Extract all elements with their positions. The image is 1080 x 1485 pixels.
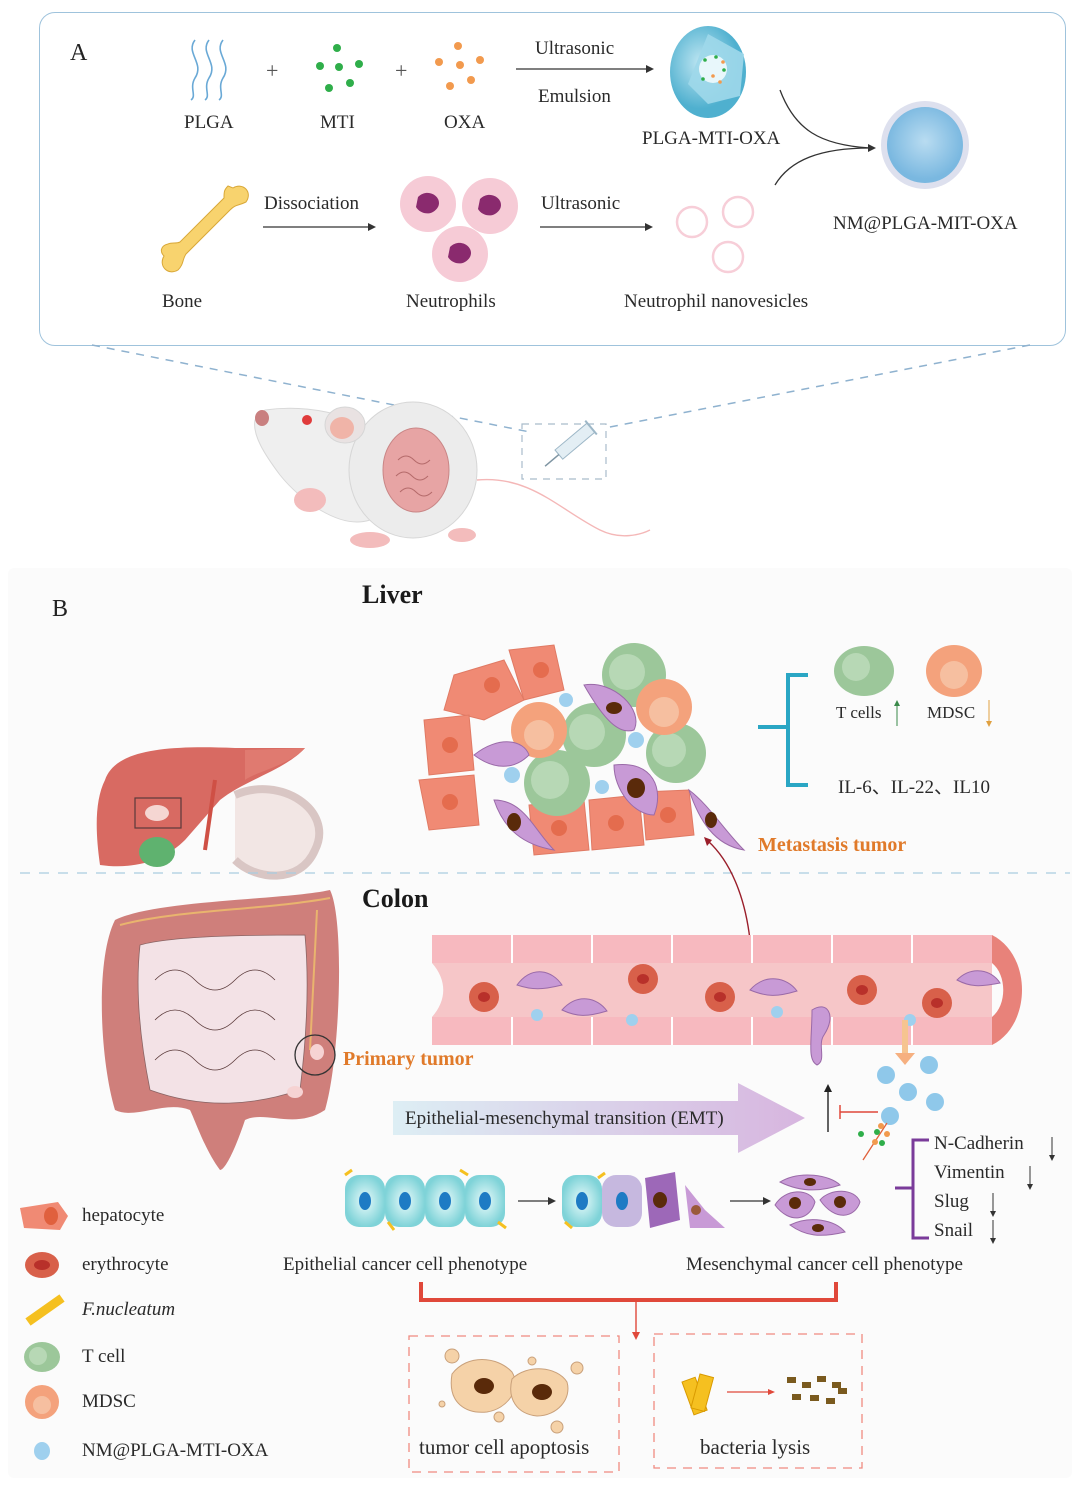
legend-item-tcell: T cell [18,1339,125,1375]
marker-slug: Slug [934,1191,969,1212]
tcell-mdsc-icons [834,645,982,697]
neutrophils-icon [400,176,518,282]
legend-label: T cell [82,1346,126,1367]
arrow-down-icon [990,1193,996,1217]
nm-plga-label: NM@PLGA-MIT-OXA [833,213,1018,234]
nanoparticle-icon [34,1442,50,1460]
outcome-bracket [419,1282,838,1340]
mesenchymal-phenotype-label: Mesenchymal cancer cell phenotype [686,1254,963,1275]
colon-heading: Colon [362,884,429,913]
cytokines-label: IL-6、IL-22、IL10 [838,777,990,798]
legend-item-erythrocyte: erythrocyte [18,1247,169,1283]
legend-item-hepatocyte: hepatocyte [18,1198,164,1234]
apoptosis-box [408,1335,620,1473]
epithelial-phenotype-label: Epithelial cancer cell phenotype [283,1254,528,1275]
liver-heading: Liver [362,580,423,609]
plga-mti-oxa-label: PLGA-MTI-OXA [642,128,781,149]
mti-drug-icon [316,44,363,92]
emt-label: Epithelial-mesenchymal transition (EMT) [405,1108,724,1129]
plus-sign: + [266,58,279,83]
arrow-right-icon [263,223,376,231]
fnucleatum-icon [25,1294,65,1326]
ultrasonic-label-2: Ultrasonic [541,193,621,214]
bone-icon [160,185,249,273]
plga-nanoparticle-icon [670,26,746,118]
colon-illustration [101,890,340,1170]
legend-label: NM@PLGA-MTI-OXA [82,1440,269,1461]
arrow-up-icon [894,700,900,726]
metastasis-cluster-illustration [418,643,746,856]
metastasis-arrow-icon [704,837,751,941]
tcells-label: T cells [836,703,882,722]
legend-item-mdsc: MDSC [18,1384,136,1420]
zoom-callout-lines [91,344,1031,480]
blood-vessel-illustration [432,935,1022,1066]
panel-a-frame [39,12,1066,346]
merge-arrow-icon [774,89,876,186]
marker-ncadherin: N-Cadherin [934,1133,1024,1154]
nanoparticle-release-icon [877,1020,944,1125]
oxa-label: OXA [444,112,486,133]
neutrophils-label: Neutrophils [406,291,496,312]
arrow-down-icon [1049,1137,1055,1161]
mdsc-icon [25,1385,59,1419]
arrow-right-icon [516,65,654,73]
nm-nanoparticle-icon [881,101,969,189]
tcell-icon [24,1342,60,1372]
inhibition-icon [824,1084,878,1132]
legend-label: hepatocyte [82,1205,165,1226]
emt-arrow [393,1083,805,1153]
ultrasonic-label: Ultrasonic [535,38,615,59]
apoptosis-label: tumor cell apoptosis [419,1435,590,1459]
arrow-down-icon [986,700,992,727]
legend-label: MDSC [82,1391,136,1412]
nanovesicles-icon [675,195,755,274]
legend-item-fnucleatum: F.nucleatum [18,1292,175,1328]
legend-item-nanoparticle: NM@PLGA-MTI-OXA [18,1433,268,1469]
mdsc-label: MDSC [927,703,976,722]
liver-illustration [96,747,324,880]
oxa-drug-icon [435,42,484,90]
arrow-down-icon [990,1220,996,1244]
marker-snail: Snail [934,1220,974,1241]
metastasis-tumor-label: Metastasis tumor [758,834,907,856]
hepatocyte-icon [20,1202,68,1230]
nanovesicles-label: Neutrophil nanovesicles [624,291,809,312]
arrow-down-icon [1027,1166,1033,1190]
dissociation-label: Dissociation [264,193,359,214]
plga-label: PLGA [184,112,234,133]
plus-sign: + [395,58,408,83]
panel-a-letter: A [70,40,88,66]
drug-release-icon [858,1122,890,1161]
erythrocyte-icon [25,1252,59,1278]
plga-polymer-icon [190,39,227,101]
bacteria-lysis-label: bacteria lysis [700,1435,811,1459]
legend-label: erythrocyte [82,1254,169,1275]
emt-cells-illustration [344,1168,861,1236]
arrow-right-icon [540,223,653,231]
markers-bracket [895,1138,929,1240]
primary-tumor-label: Primary tumor [343,1048,474,1070]
emulsion-label: Emulsion [538,86,611,107]
mouse-illustration [254,401,651,548]
bacteria-lysis-box [653,1333,863,1469]
panel-b-letter: B [52,596,69,622]
marker-vimentin: Vimentin [934,1162,1005,1183]
legend-label: F.nucleatum [82,1299,176,1320]
bone-label: Bone [162,291,203,312]
section-divider [20,872,1070,874]
mti-label: MTI [320,112,355,133]
effects-bracket [758,673,808,787]
